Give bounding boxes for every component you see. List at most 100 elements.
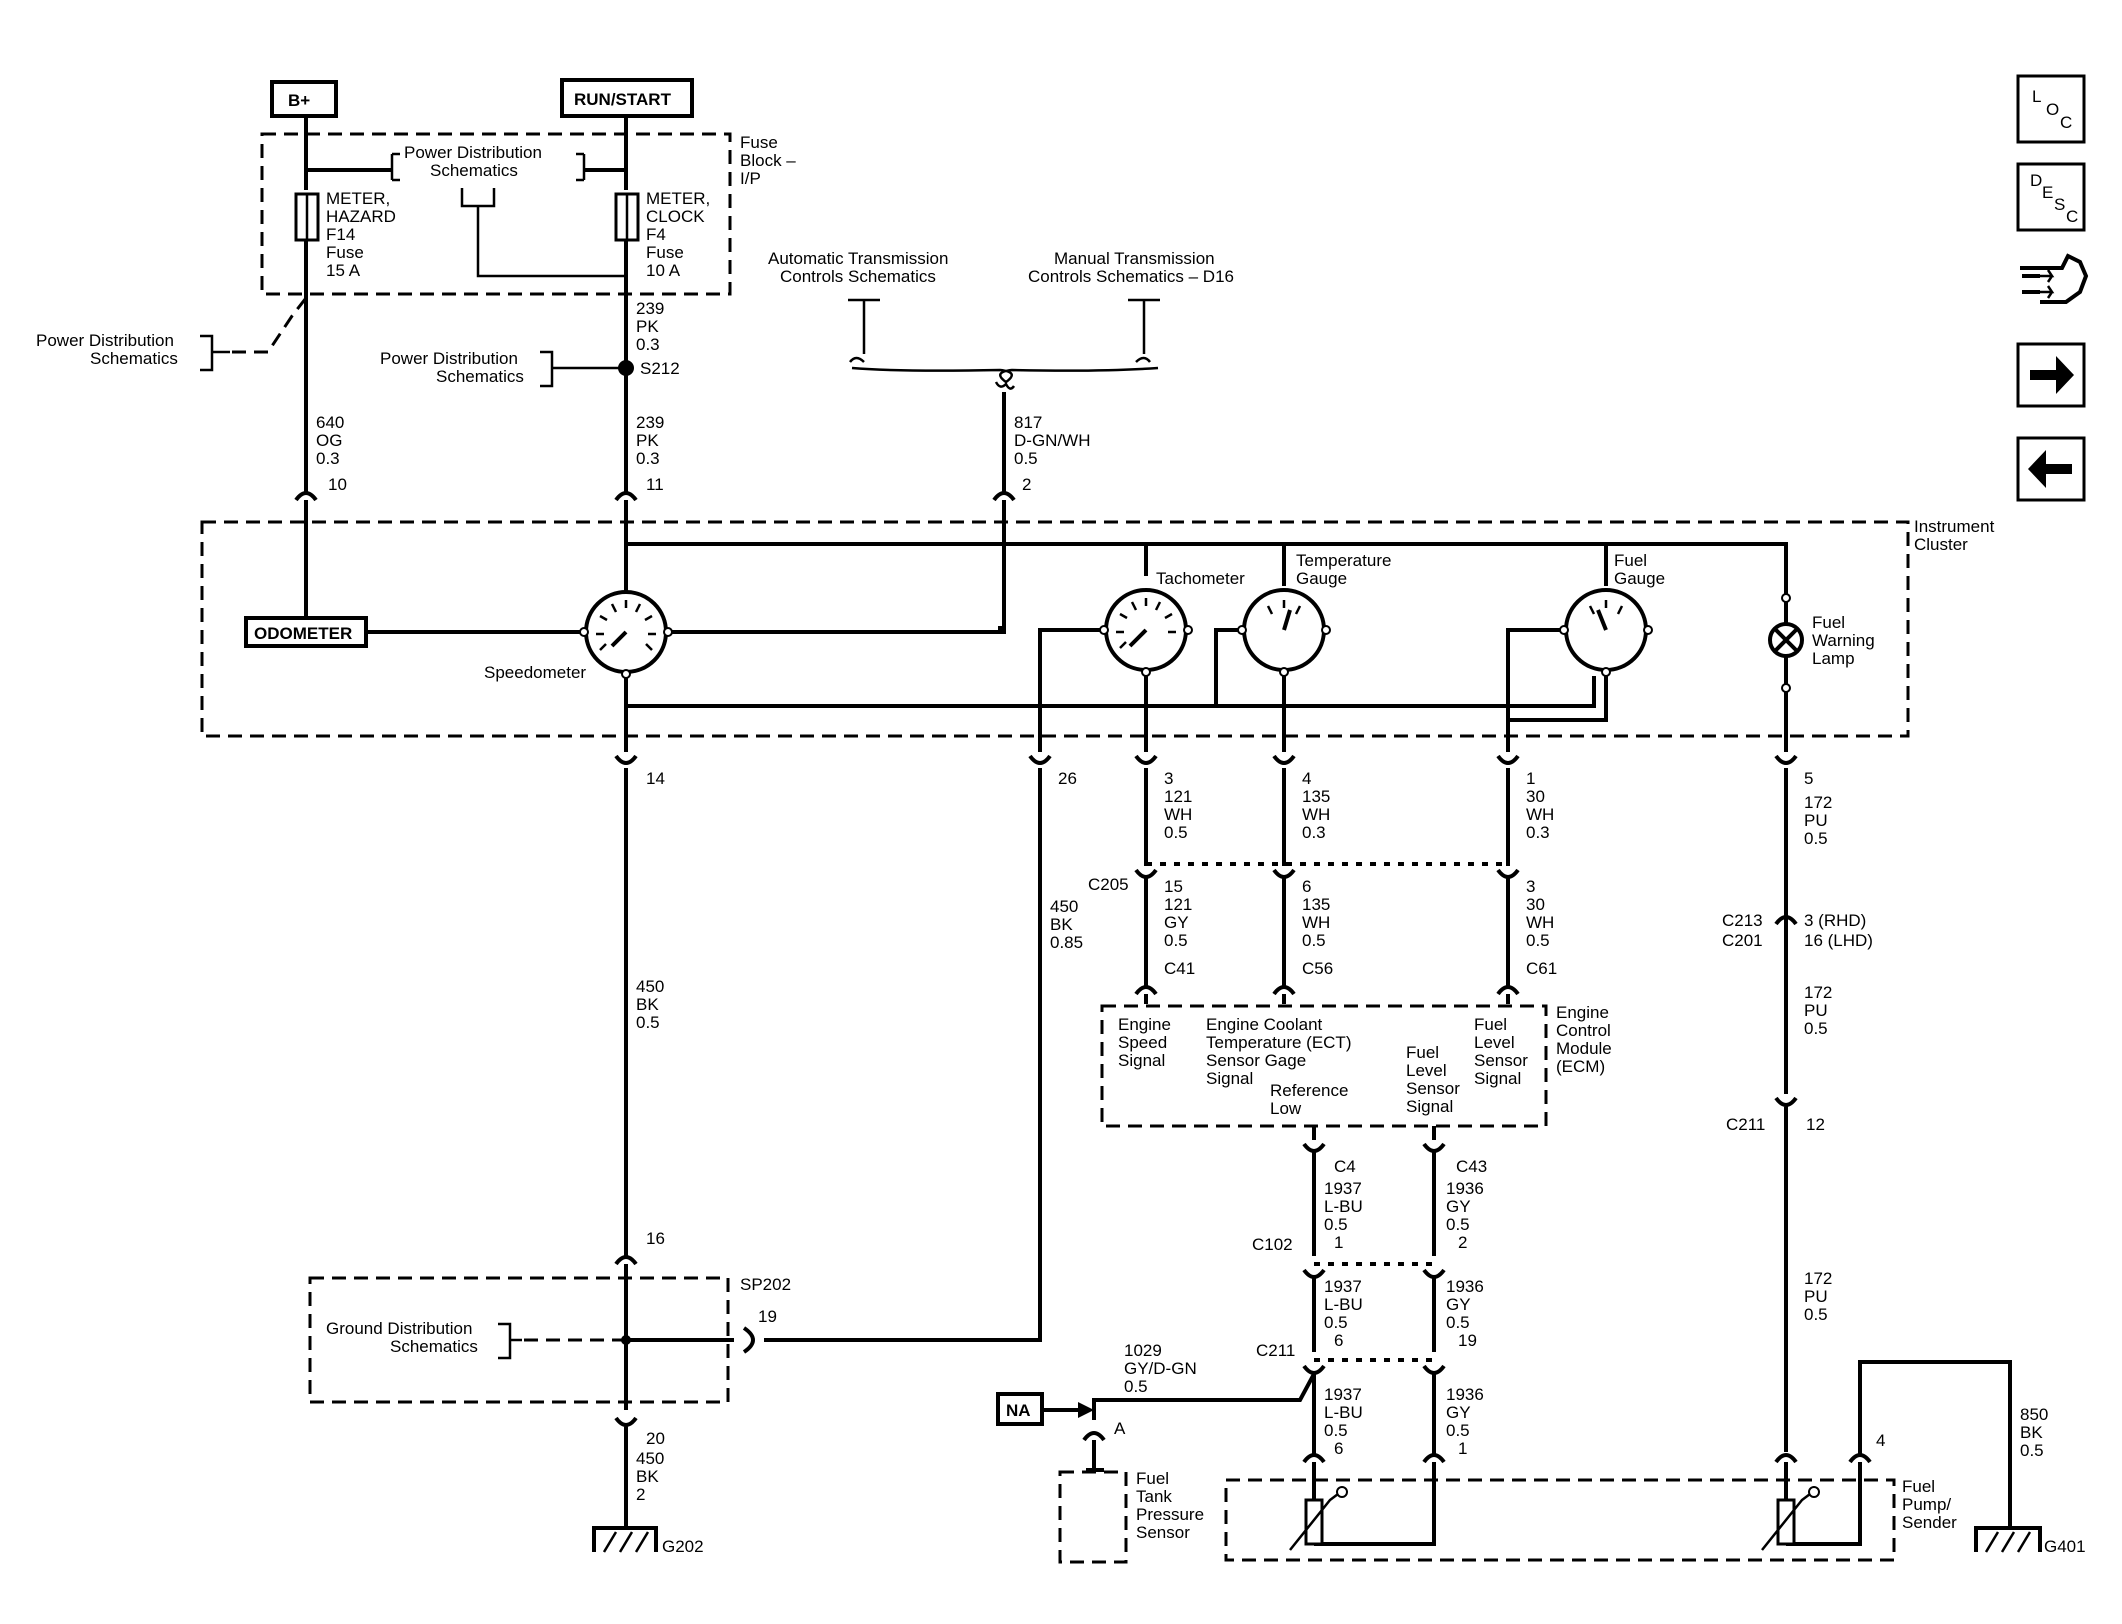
pin-12: 12: [1806, 1115, 1825, 1134]
svg-text:6: 6: [1334, 1331, 1343, 1350]
svg-text:0.5: 0.5: [1124, 1377, 1148, 1396]
fuel-level-sensor-a: [1289, 1486, 1348, 1551]
next-page-button[interactable]: [2016, 342, 2086, 408]
svg-text:Power Distribution: Power Distribution: [380, 349, 518, 368]
svg-text:Cluster: Cluster: [1914, 535, 1968, 554]
svg-text:GY: GY: [1164, 913, 1189, 932]
desc-button[interactable]: D E S C: [2016, 162, 2086, 232]
connector-c211: C211: [1256, 1341, 1295, 1360]
svg-text:0.5: 0.5: [1164, 823, 1188, 842]
svg-text:1937: 1937: [1324, 1179, 1362, 1198]
svg-text:Automatic Transmission: Automatic Transmission: [768, 249, 948, 268]
loc-button[interactable]: L O C: [2016, 74, 2086, 144]
svg-text:0.5: 0.5: [1446, 1215, 1470, 1234]
svg-text:PU: PU: [1804, 811, 1828, 830]
speedometer-label: Speedometer: [484, 663, 586, 682]
connector-c211-right: C211: [1726, 1115, 1765, 1134]
svg-text:OG: OG: [316, 431, 342, 450]
connector-c201: C201: [1722, 931, 1763, 950]
svg-text:30: 30: [1526, 895, 1545, 914]
svg-text:0.5: 0.5: [1324, 1421, 1348, 1440]
wire-135-label: 135 WH 0.3: [1302, 787, 1330, 842]
svg-text:Lamp: Lamp: [1812, 649, 1855, 668]
svg-text:Sender: Sender: [1902, 1513, 1957, 1532]
svg-text:Ground Distribution: Ground Distribution: [326, 1319, 472, 1338]
connector-c41: C41: [1164, 959, 1195, 978]
wire-1937b-label: 1937 L-BU 0.5 6: [1324, 1277, 1363, 1350]
wire-1029-label: 1029 GY/D-GN 0.5: [1124, 1341, 1197, 1396]
ecm-fuel-level-sensor-signal-a: Fuel Level Sensor Signal: [1406, 1043, 1460, 1116]
wire-172b-label: 172 PU 0.5: [1804, 983, 1832, 1038]
svg-text:0.5: 0.5: [1446, 1421, 1470, 1440]
svg-text:Controls Schematics: Controls Schematics: [780, 267, 936, 286]
wire-450b-label: 450 BK 0.5: [636, 977, 664, 1032]
svg-text:1936: 1936: [1446, 1179, 1484, 1198]
ground-g202-label: G202: [662, 1537, 704, 1556]
pd-schematics-ref-s212[interactable]: Power Distribution Schematics: [380, 349, 524, 386]
fuel-tank-pressure-sensor-label: Fuel Tank Pressure Sensor: [1136, 1469, 1204, 1542]
fuse-f14: [294, 192, 320, 242]
tachometer-gauge: [1099, 588, 1193, 677]
svg-text:PK: PK: [636, 431, 659, 450]
svg-text:Level: Level: [1474, 1033, 1515, 1052]
wire-121b-label: 15 121 GY 0.5: [1164, 877, 1192, 950]
svg-text:Temperature: Temperature: [1296, 551, 1391, 570]
fuel-pump-sender-label: Fuel Pump/ Sender: [1902, 1477, 1957, 1532]
svg-text:Fuse: Fuse: [326, 243, 364, 262]
svg-text:BK: BK: [636, 1467, 659, 1486]
auto-trans-ref[interactable]: Automatic Transmission Controls Schemati…: [768, 249, 948, 286]
ground-distribution-ref[interactable]: Ground Distribution Schematics: [326, 1319, 478, 1356]
wire-450a-label: 450 BK 0.85: [1050, 897, 1083, 952]
svg-text:Block –: Block –: [740, 151, 796, 170]
fuel-tank-pressure-sensor: [1058, 1470, 1128, 1564]
connector-c61: C61: [1526, 959, 1557, 978]
connector-icon: [2020, 253, 2089, 304]
svg-text:C: C: [2060, 113, 2072, 132]
pin-11: 11: [646, 475, 664, 494]
svg-text:Schematics: Schematics: [436, 367, 524, 386]
svg-text:Engine Coolant: Engine Coolant: [1206, 1015, 1323, 1034]
pin-4: 4: [1302, 769, 1311, 788]
connector-c102: C102: [1252, 1235, 1293, 1254]
pin-10: 10: [328, 475, 347, 494]
manual-trans-ref[interactable]: Manual Transmission Controls Schematics …: [1028, 249, 1234, 286]
svg-text:239: 239: [636, 413, 664, 432]
svg-text:1: 1: [1334, 1233, 1343, 1252]
ecm-label: Engine Control Module (ECM): [1556, 1003, 1612, 1076]
pin-20: 20: [646, 1429, 665, 1448]
wire-1937c-label: 1937 L-BU 0.5 6: [1324, 1385, 1363, 1458]
pd-schematics-ref-left[interactable]: Power Distribution Schematics: [36, 331, 178, 368]
svg-text:0.3: 0.3: [636, 449, 660, 468]
splice-label: S212: [640, 359, 680, 378]
svg-text:Signal: Signal: [1406, 1097, 1453, 1116]
na-box: NA: [996, 1392, 1044, 1426]
ecm-fuel-level-sensor-signal-b: Fuel Level Sensor Signal: [1474, 1015, 1528, 1088]
svg-text:F4: F4: [646, 225, 666, 244]
svg-text:Temperature (ECT): Temperature (ECT): [1206, 1033, 1351, 1052]
svg-text:135: 135: [1302, 787, 1330, 806]
instrument-cluster-boundary: [200, 520, 1910, 738]
temperature-gauge-label: Temperature Gauge: [1296, 551, 1391, 588]
svg-text:GY/D-GN: GY/D-GN: [1124, 1359, 1197, 1378]
svg-text:Control: Control: [1556, 1021, 1611, 1040]
svg-text:L: L: [2032, 87, 2041, 106]
fuel-gauge: [1559, 588, 1653, 677]
connector-c205: C205: [1088, 875, 1129, 894]
svg-text:640: 640: [316, 413, 344, 432]
svg-text:Level: Level: [1406, 1061, 1447, 1080]
arrow-left-icon: [2028, 450, 2072, 488]
connector-view-button[interactable]: [2020, 253, 2089, 304]
connector-c213: C213: [1722, 911, 1763, 930]
svg-text:O: O: [2046, 100, 2059, 119]
svg-text:0.5: 0.5: [1446, 1313, 1470, 1332]
svg-text:0.3: 0.3: [316, 449, 340, 468]
pd-schematics-ref-fuse[interactable]: Power Distribution Schematics: [404, 143, 542, 180]
pin-14: 14: [646, 769, 665, 788]
fuse-block-boundary: [260, 132, 732, 296]
wire-817-label: 817 D-GN/WH 0.5: [1014, 413, 1090, 468]
previous-page-button[interactable]: [2016, 436, 2086, 502]
wire-1936b-label: 1936 GY 0.5 19: [1446, 1277, 1484, 1350]
arrow-right-icon: [2030, 356, 2074, 394]
svg-text:GY: GY: [1446, 1403, 1471, 1422]
